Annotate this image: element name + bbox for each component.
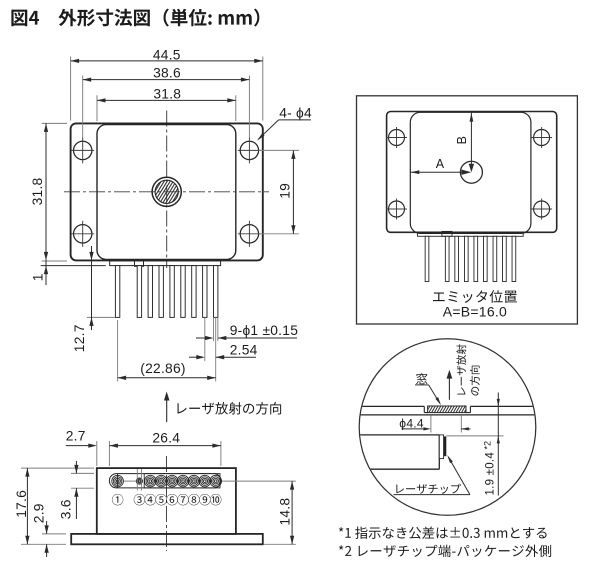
svg-text:2.54: 2.54	[230, 342, 258, 357]
svg-text:31.8: 31.8	[153, 86, 181, 101]
svg-text:12.7: 12.7	[72, 324, 87, 352]
svg-text:3.6: 3.6	[58, 499, 73, 519]
svg-text:A=B=16.0: A=B=16.0	[443, 303, 507, 319]
svg-text:*2: *2	[483, 441, 493, 450]
svg-text:14.8: 14.8	[278, 498, 293, 526]
svg-text:(22.86): (22.86)	[140, 361, 185, 376]
svg-text:19: 19	[278, 183, 293, 199]
svg-text:26.4: 26.4	[152, 430, 180, 445]
svg-text:38.6: 38.6	[153, 66, 181, 81]
svg-text:2.9: 2.9	[32, 503, 47, 523]
svg-text:2.7: 2.7	[66, 428, 86, 443]
svg-text:B: B	[455, 136, 469, 145]
svg-text:1: 1	[31, 273, 46, 281]
svg-text:31.8: 31.8	[30, 177, 45, 205]
svg-text:1.9 ±0.4: 1.9 ±0.4	[485, 452, 497, 496]
svg-text:44.5: 44.5	[153, 48, 181, 63]
svg-text:A: A	[436, 157, 445, 171]
svg-text:ϕ4.4: ϕ4.4	[399, 416, 424, 430]
svg-text:17.6: 17.6	[14, 490, 29, 518]
svg-text:9-ϕ1 ±0.15: 9-ϕ1 ±0.15	[230, 323, 299, 338]
svg-text:4- ϕ4: 4- ϕ4	[279, 106, 312, 121]
